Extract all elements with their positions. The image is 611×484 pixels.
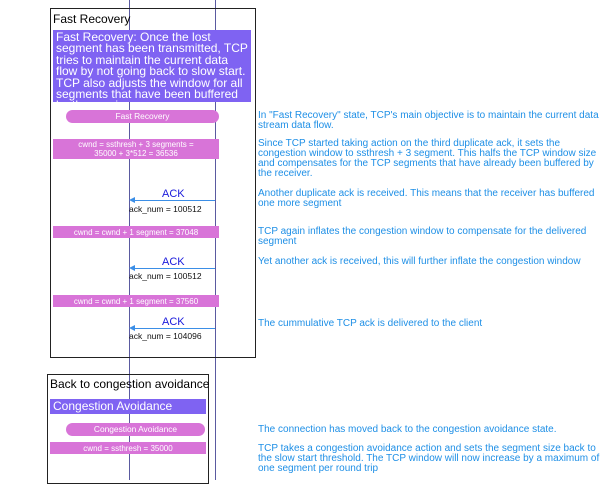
cwnd-action-ssthresh-plus-3: cwnd = ssthresh + 3 segments = 35000 + 3… [53,139,219,159]
congestion-avoidance-state-note: Congestion Avoidance [50,399,206,414]
ack-arrowhead-1-icon [129,197,135,203]
congestion-avoidance-section-title: Back to congestion avoidance [50,377,210,391]
ack-arrow-1 [133,200,215,201]
ack-label-1: ACK [162,188,185,200]
fast-recovery-state-note: Fast Recovery: Once the lost segment has… [53,30,251,102]
ack-num-2: ack_num = 100512 [129,271,202,281]
remark-third-duplicate-ack: Since TCP started taking action on the t… [258,138,597,179]
remark-cumulative-ack: The cummulative TCP ack is delivered to … [258,318,483,329]
ack-arrowhead-2-icon [129,265,135,271]
cwnd-action-inflate-1: cwnd = cwnd + 1 segment = 37048 [53,226,219,238]
fast-recovery-state-label: Fast Recovery [66,110,219,123]
remark-back-to-congestion-avoidance: The connection has moved back to the con… [258,424,557,435]
remark-fast-recovery-objective: In "Fast Recovery" state, TCP's main obj… [258,110,599,131]
congestion-avoidance-state-label: Congestion Avoidance [66,423,205,436]
fast-recovery-section [50,8,256,358]
client-lifeline [129,0,130,480]
ack-num-1: ack_num = 100512 [129,204,202,214]
ack-arrowhead-3-icon [129,325,135,331]
ack-arrow-2 [133,268,215,269]
server-lifeline [215,0,216,480]
ack-num-3: ack_num = 104096 [129,331,202,341]
remark-another-ack: Yet another ack is received, this will f… [258,256,581,267]
fast-recovery-section-title: Fast Recovery [53,12,131,26]
cwnd-action-ssthresh: cwnd = ssthresh = 35000 [50,442,206,454]
remark-congestion-avoidance-action: TCP takes a congestion avoidance action … [258,443,600,474]
ack-arrow-3 [133,328,215,329]
ack-label-3: ACK [162,316,185,328]
remark-inflate-window: TCP again inflates the congestion window… [258,226,587,247]
cwnd-action-inflate-2: cwnd = cwnd + 1 segment = 37560 [53,295,219,307]
remark-duplicate-ack-received: Another duplicate ack is received. This … [258,188,595,209]
ack-label-2: ACK [162,256,185,268]
